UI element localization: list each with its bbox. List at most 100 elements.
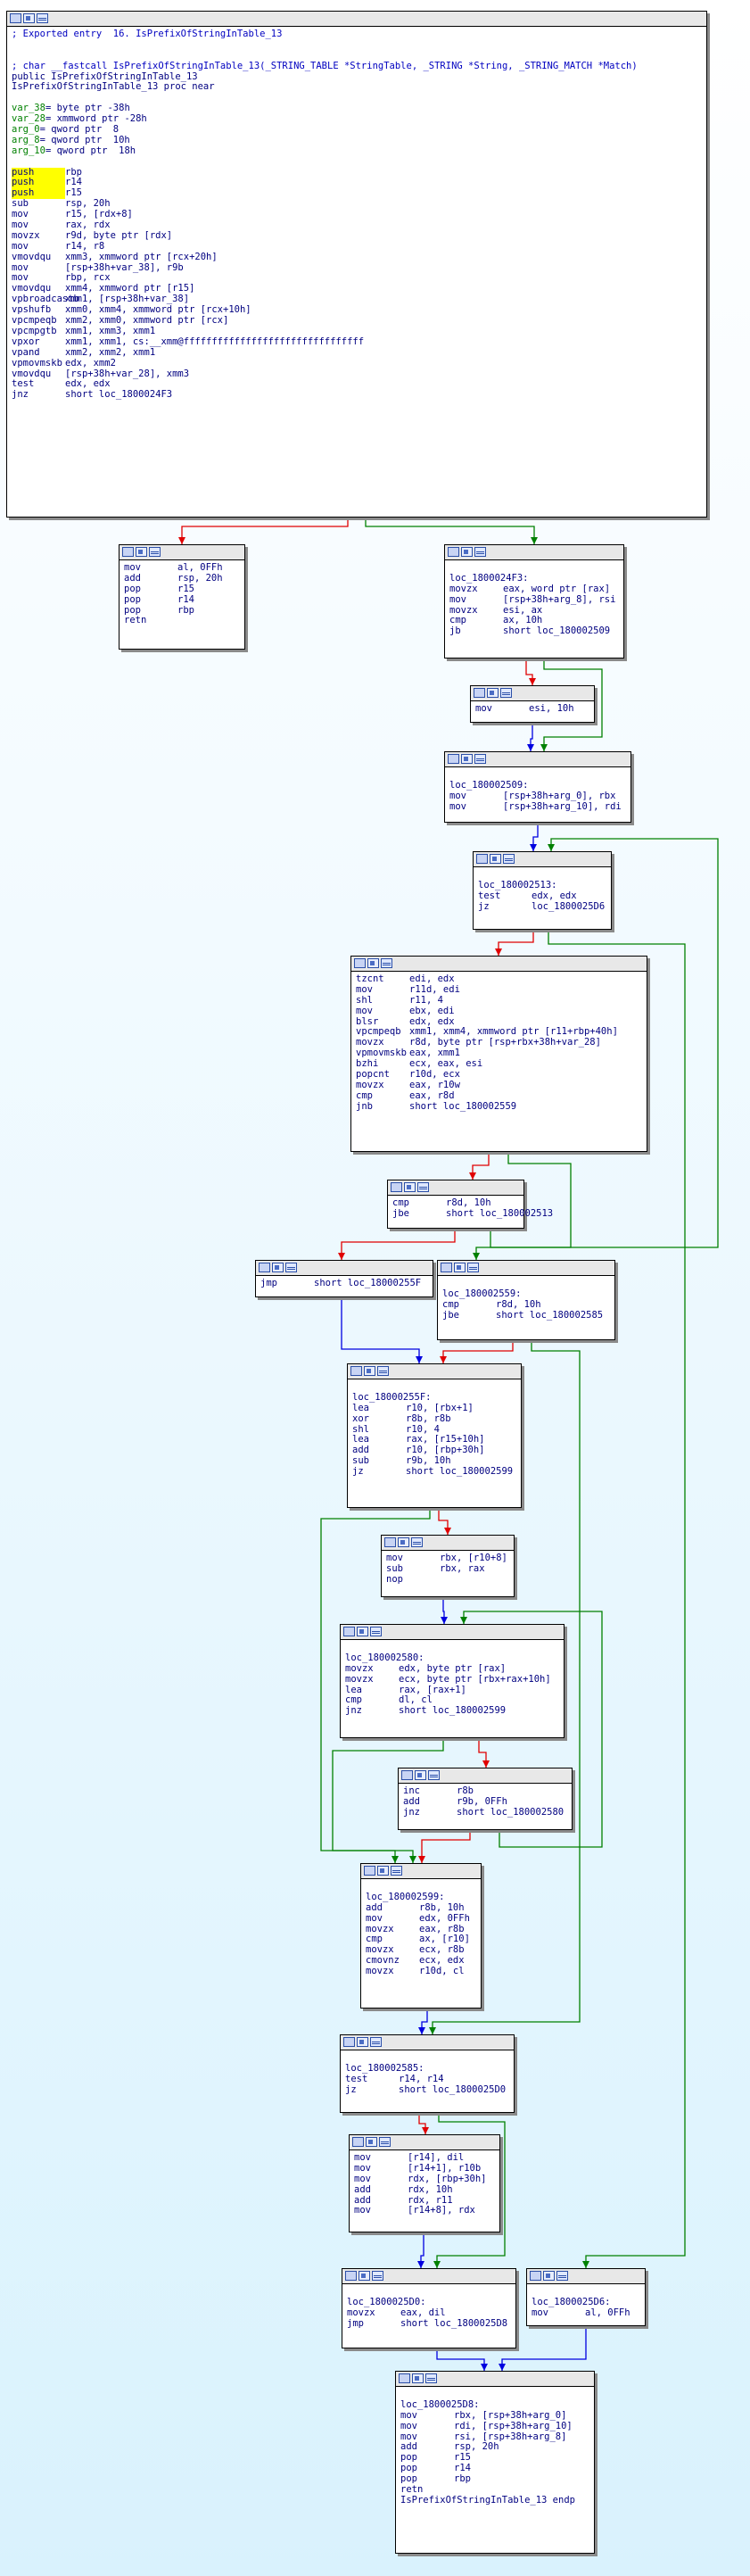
graph-icon[interactable] xyxy=(399,2373,410,2383)
graph-icon[interactable] xyxy=(350,1366,362,1376)
graph-icon[interactable] xyxy=(391,1182,402,1192)
text-icon[interactable] xyxy=(370,1627,382,1636)
color-icon[interactable] xyxy=(415,1770,426,1780)
color-icon[interactable] xyxy=(461,754,473,764)
code-line: vmovdqu[rsp+38h+var_28], xmm3 xyxy=(12,369,703,380)
color-icon[interactable] xyxy=(359,2271,370,2281)
text-icon[interactable] xyxy=(467,1263,479,1272)
text-icon[interactable] xyxy=(428,1770,440,1780)
color-icon[interactable] xyxy=(487,688,499,698)
graph-icon[interactable] xyxy=(530,2271,541,2281)
color-icon[interactable] xyxy=(461,547,473,557)
graph-icon[interactable] xyxy=(448,754,459,764)
operands: [rsp+38h+arg_0], rbx xyxy=(503,790,616,801)
text-icon[interactable] xyxy=(370,2037,382,2047)
text-icon[interactable] xyxy=(411,1537,423,1547)
graph-icon[interactable] xyxy=(354,958,366,968)
graph-icon[interactable] xyxy=(448,547,459,557)
color-icon[interactable] xyxy=(398,1537,409,1547)
text-icon[interactable] xyxy=(425,2373,437,2383)
mnemonic: blsr xyxy=(356,1015,379,1027)
graph-icon[interactable] xyxy=(10,13,21,23)
graph-icon[interactable] xyxy=(474,688,485,698)
text-icon[interactable] xyxy=(417,1182,429,1192)
label-text: loc_18000255F: xyxy=(352,1391,432,1403)
text-icon[interactable] xyxy=(474,754,486,764)
color-icon[interactable] xyxy=(454,1263,466,1272)
operands: r10, [rbx+1] xyxy=(406,1402,474,1413)
edge-arrowhead xyxy=(440,1356,447,1363)
color-icon[interactable] xyxy=(490,854,501,864)
text-icon[interactable] xyxy=(37,13,48,23)
color-icon[interactable] xyxy=(367,958,379,968)
graph-icon[interactable] xyxy=(476,854,488,864)
text-icon[interactable] xyxy=(556,2271,568,2281)
color-icon[interactable] xyxy=(357,1627,368,1636)
graph-icon[interactable] xyxy=(441,1263,452,1272)
operands: dl, cl xyxy=(399,1694,433,1706)
color-icon[interactable] xyxy=(412,2373,424,2383)
text-icon[interactable] xyxy=(372,2271,383,2281)
color-icon[interactable] xyxy=(404,1182,416,1192)
color-icon[interactable] xyxy=(366,2137,377,2147)
graph-icon[interactable] xyxy=(259,1263,270,1272)
graph-icon[interactable] xyxy=(122,547,134,557)
color-icon[interactable] xyxy=(543,2271,555,2281)
graph-icon[interactable] xyxy=(401,1770,413,1780)
graph-icon[interactable] xyxy=(352,2137,364,2147)
text-icon[interactable] xyxy=(285,1263,297,1272)
mnemonic: movzx xyxy=(366,1966,394,1977)
operands: r10, [rbp+30h] xyxy=(406,1445,485,1456)
text-icon[interactable] xyxy=(391,1866,402,1876)
text-icon[interactable] xyxy=(381,958,392,968)
text-icon[interactable] xyxy=(377,1366,389,1376)
label-text: loc_1800025D6: xyxy=(532,2296,611,2307)
graph-icon[interactable] xyxy=(345,2271,357,2281)
graph-icon[interactable] xyxy=(343,2037,355,2047)
color-icon[interactable] xyxy=(272,1263,284,1272)
block-entry[interactable]: ; Exported entry 16. IsPrefixOfStringInT… xyxy=(6,11,707,518)
text-icon[interactable] xyxy=(149,547,161,557)
color-icon[interactable] xyxy=(364,1366,375,1376)
code-line: IsPrefixOfStringInTable_13 endp xyxy=(400,2495,590,2506)
color-icon[interactable] xyxy=(357,2037,368,2047)
code-line: loc_180002513: xyxy=(478,880,607,891)
graph-icon[interactable] xyxy=(343,1627,355,1636)
text-icon[interactable] xyxy=(474,547,486,557)
color-icon[interactable] xyxy=(23,13,35,23)
operands: r11, 4 xyxy=(409,994,443,1006)
graph-icon[interactable] xyxy=(364,1866,375,1876)
color-icon[interactable] xyxy=(136,547,147,557)
operands: ecx, byte ptr [rbx+rax+10h] xyxy=(399,1673,551,1685)
graph-icon[interactable] xyxy=(384,1537,396,1547)
text-icon[interactable] xyxy=(503,854,515,864)
text-icon[interactable] xyxy=(379,2137,391,2147)
edge-arrowhead xyxy=(482,1760,490,1768)
text-icon[interactable] xyxy=(500,688,512,698)
color-icon[interactable] xyxy=(377,1866,389,1876)
